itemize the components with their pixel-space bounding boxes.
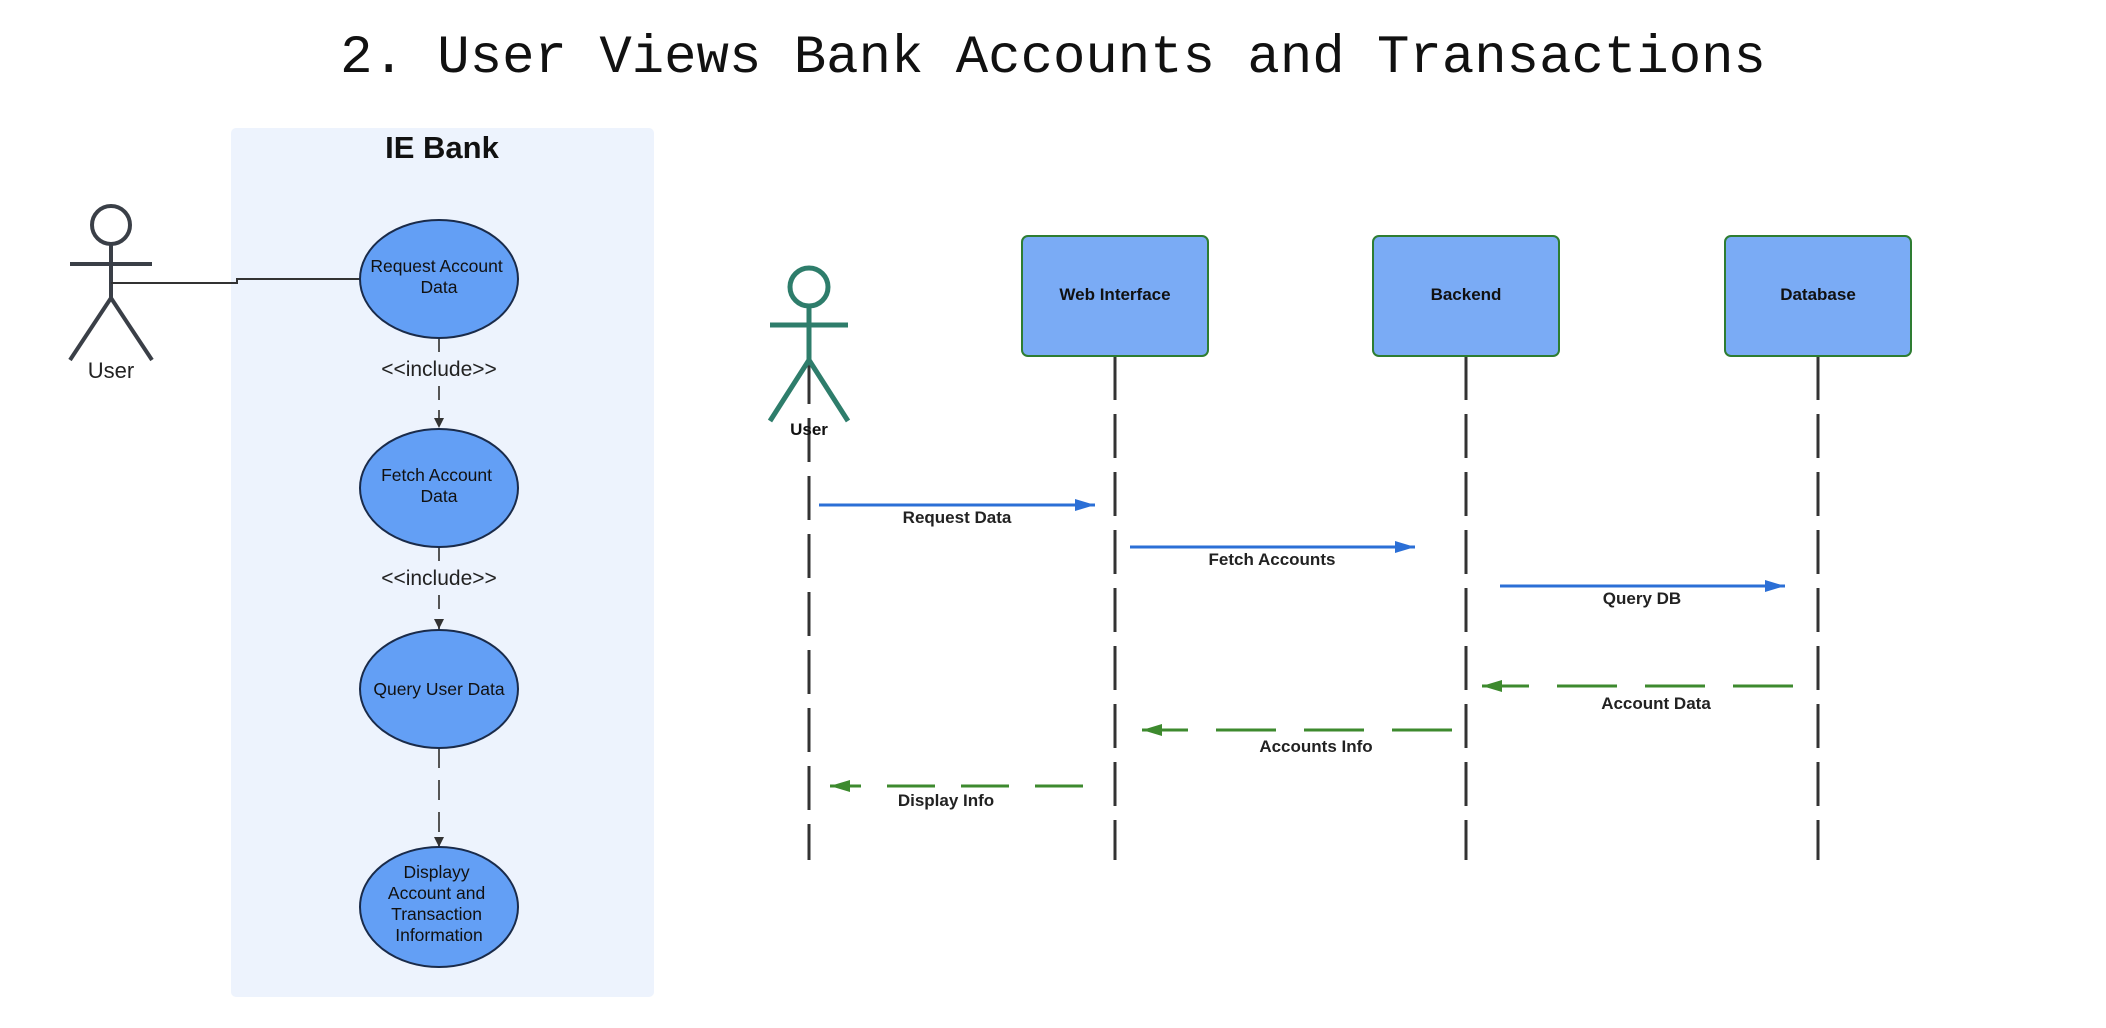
- sequence-actor-label: User: [790, 420, 828, 439]
- message-label: Fetch Accounts: [1209, 550, 1336, 569]
- use-case-label: Query User Data: [373, 679, 505, 699]
- use-case-fetch-account-data[interactable]: Fetch Account Data: [359, 428, 519, 548]
- use-case-label: Data: [421, 277, 458, 297]
- use-case-label: Fetch Account: [381, 465, 492, 485]
- use-case-label: Transaction: [391, 904, 482, 924]
- use-case-query-user-data[interactable]: Query User Data: [359, 629, 519, 749]
- svg-text:Fetch Account Data: Fetch Account Data: [381, 465, 497, 506]
- participant-label: Database: [1780, 285, 1856, 304]
- include-label: <<include>>: [381, 567, 497, 590]
- message-label: Query DB: [1603, 589, 1681, 608]
- page-title: 2. User Views Bank Accounts and Transact…: [340, 28, 1766, 89]
- participant-label: Backend: [1431, 285, 1502, 304]
- participant-label: Web Interface: [1059, 285, 1170, 304]
- use-case-request-account-data[interactable]: Request Account Data: [359, 219, 519, 339]
- svg-text:Displayy Account and: Displayy Account and Transaction Informa…: [388, 862, 490, 945]
- participant-backend[interactable]: Backend: [1372, 235, 1560, 357]
- use-case-display-information[interactable]: Displayy Account and Transaction Informa…: [359, 846, 519, 968]
- use-case-label: Data: [421, 486, 458, 506]
- system-name: IE Bank: [385, 130, 499, 165]
- include-label: <<include>>: [381, 358, 497, 381]
- sequence-actor-user-icon: [767, 265, 851, 423]
- use-case-label: Request Account: [370, 256, 502, 276]
- sequence-diagram: User Web Interface Backend Database Requ…: [767, 235, 1912, 860]
- use-case-label: Account and: [388, 883, 485, 903]
- participant-database[interactable]: Database: [1724, 235, 1912, 357]
- include-label-bg: [375, 353, 503, 381]
- actor-user-icon: [68, 204, 154, 362]
- svg-text:Query User Data: Query User Data: [373, 679, 505, 699]
- use-case-label: Information: [395, 925, 483, 945]
- actor-user-label: User: [88, 358, 134, 383]
- use-case-diagram: IE Bank User <<include>> <<include>> Req…: [68, 128, 654, 997]
- include-label-bg: [375, 562, 503, 590]
- use-case-label: Displayy: [403, 862, 469, 882]
- message-label: Display Info: [898, 791, 994, 810]
- association-line: [111, 278, 360, 284]
- message-label: Accounts Info: [1259, 737, 1372, 756]
- svg-text:Request Account Data: Request Account Data: [370, 256, 507, 297]
- message-label: Request Data: [903, 508, 1012, 527]
- message-label: Account Data: [1601, 694, 1711, 713]
- participant-web-interface[interactable]: Web Interface: [1021, 235, 1209, 357]
